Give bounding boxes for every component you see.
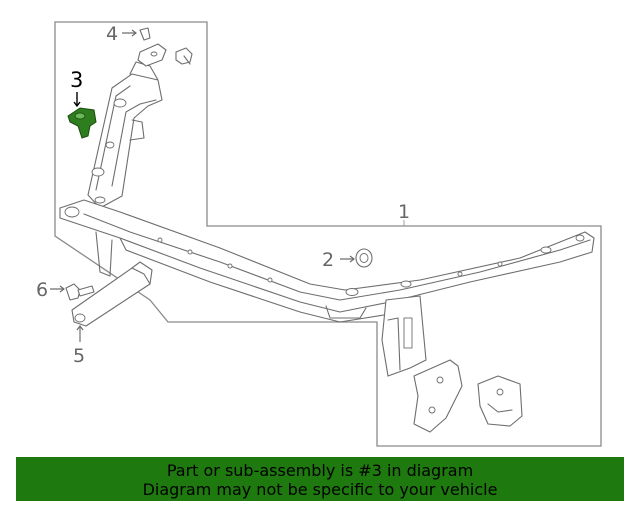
support-pillar [87, 61, 163, 209]
callout-5-arrow [76, 325, 84, 342]
radiator-support-crossmember [59, 196, 595, 323]
loose-bracket-right [477, 375, 523, 427]
part-6-bolt [65, 283, 95, 301]
parts-diagram: 1 2 3 4 5 6 [36, 21, 602, 447]
lower-bracket [381, 295, 427, 377]
part-3-highlighted [67, 107, 97, 139]
diagram-notice-banner: Part or sub-assembly is #3 in diagram Di… [16, 457, 624, 501]
part-5-stay [71, 261, 153, 327]
callout-3-arrow [73, 92, 81, 108]
callout-6: 6 [36, 279, 48, 301]
banner-line-1: Part or sub-assembly is #3 in diagram [166, 461, 474, 480]
callout-5: 5 [73, 345, 85, 367]
callout-4: 4 [106, 23, 118, 45]
callout-1: 1 [398, 201, 410, 223]
part-3-shape [67, 107, 97, 139]
part-2-grommet [355, 248, 373, 268]
callout-6-arrow [50, 285, 65, 293]
part-4-fasteners [137, 27, 193, 67]
callout-2: 2 [322, 249, 334, 271]
banner-line-2: Diagram may not be specific to your vehi… [142, 480, 498, 499]
callout-3: 3 [70, 68, 83, 92]
callout-2-arrow [340, 255, 355, 263]
loose-bracket-left [413, 359, 463, 433]
callout-4-arrow [122, 29, 137, 37]
